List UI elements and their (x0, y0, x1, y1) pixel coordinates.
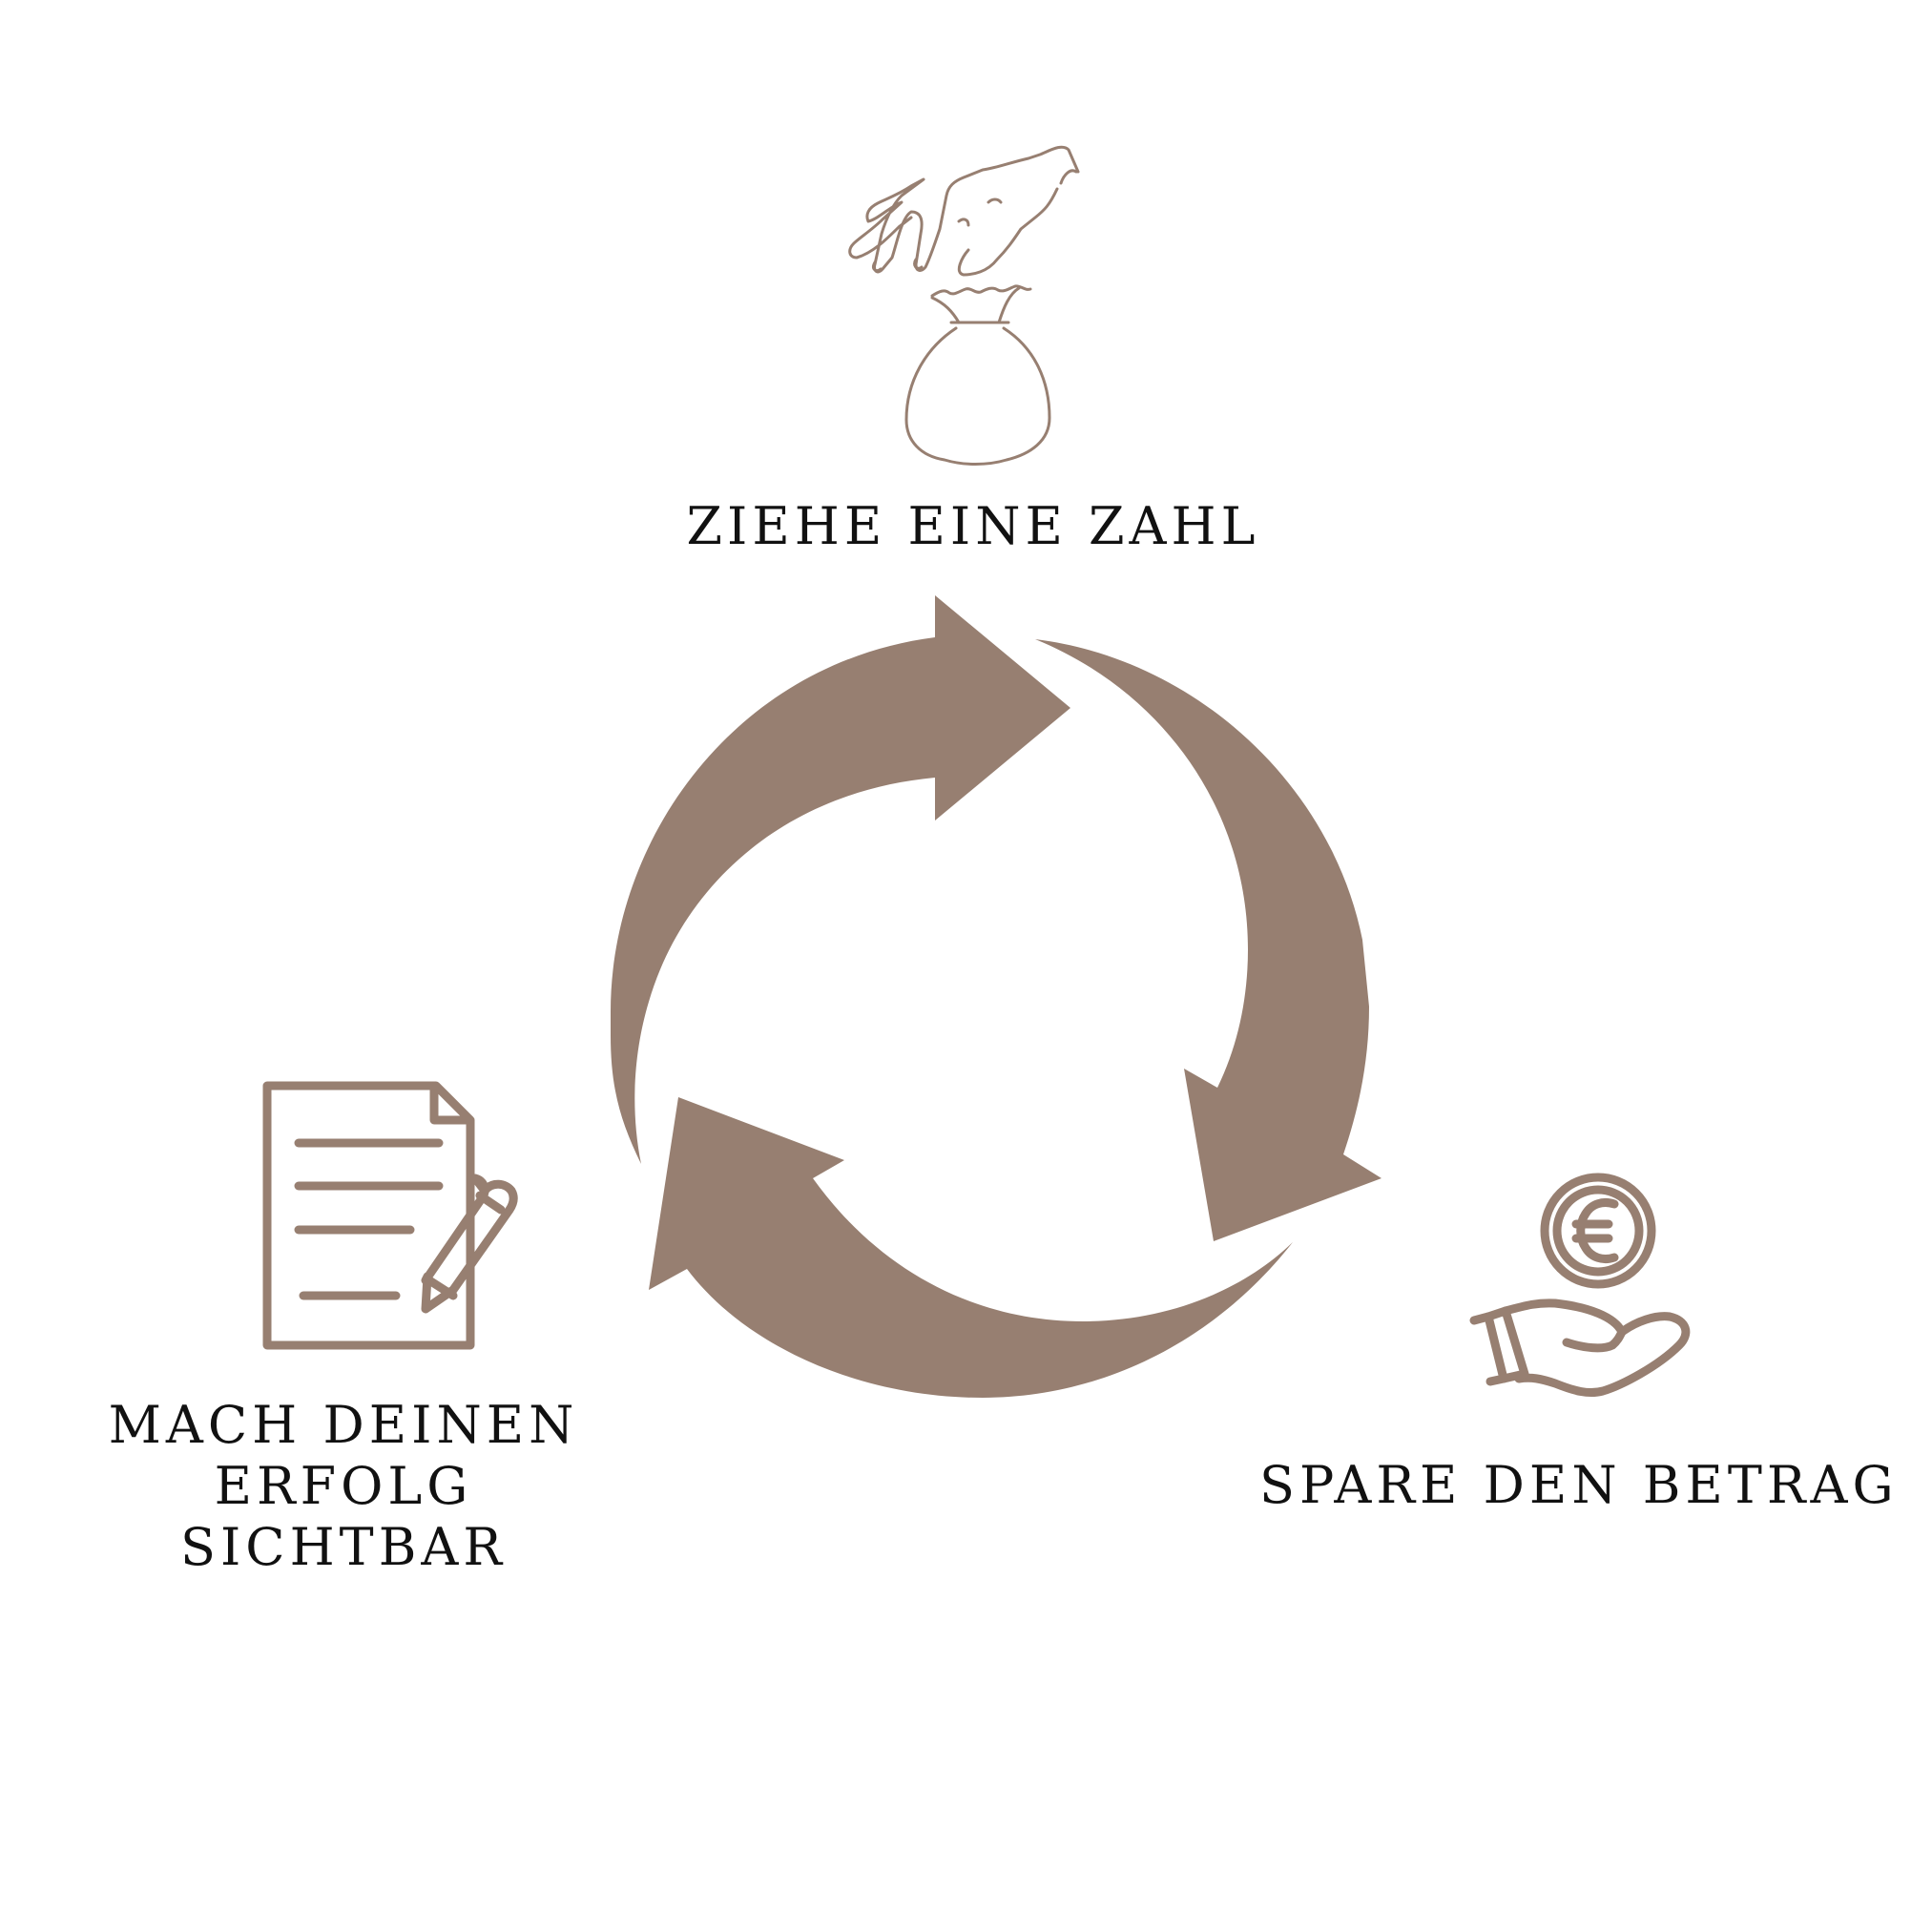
step-label-line-1: MACH DEINEN (108, 1395, 579, 1455)
document-outline (262, 1081, 475, 1350)
hand-cuff (1484, 1306, 1529, 1383)
document-with-pencil-icon (262, 1081, 518, 1350)
step-label-line-3: SICHTBAR (179, 1517, 508, 1577)
hand-detail-2 (987, 197, 1003, 204)
euro-coin-in-hand-icon (1469, 1173, 1691, 1398)
bag-body (904, 326, 1051, 466)
step-label-make-success-visible: MACH DEINEN ERFOLG SICHTBAR (105, 1395, 582, 1578)
step-label-line-2: ERFOLG (214, 1456, 473, 1516)
pencil-ferrule (475, 1191, 506, 1215)
cycle-arrow-bottom (649, 1097, 1293, 1398)
hand-finger-nail-2 (872, 260, 883, 273)
cycle-arrow-right (1035, 639, 1381, 1241)
cuff-tick-1 (1469, 1312, 1493, 1325)
step-label-save-amount: SPARE DEN BETRAG (1259, 1455, 1899, 1515)
bag-ruffle (930, 284, 1032, 298)
document-fold (429, 1083, 473, 1125)
pencil-tip (425, 1276, 458, 1300)
hand-outline (848, 145, 1080, 277)
hand-detail-1 (1059, 169, 1078, 185)
cycle-arrow-top (611, 595, 1070, 1164)
hand-thumb (1562, 1327, 1627, 1353)
hand-finger-nail-1 (913, 258, 924, 270)
bag-neck-left (930, 296, 961, 324)
bag-neck-right (997, 286, 1021, 324)
cuff-tick-2 (1485, 1374, 1508, 1386)
euro-symbol (1576, 1197, 1619, 1264)
coin-outer (1540, 1173, 1656, 1289)
step-label-draw-number: ZIEHE EINE ZAHL (686, 496, 1260, 556)
hand-detail-3 (957, 218, 970, 227)
three-arrow-cycle-icon (611, 595, 1381, 1398)
pencil-body (421, 1174, 518, 1314)
coin-inner (1552, 1185, 1644, 1277)
hand-palm (1501, 1298, 1691, 1398)
hand-dropping-into-money-bag-icon (848, 145, 1080, 466)
